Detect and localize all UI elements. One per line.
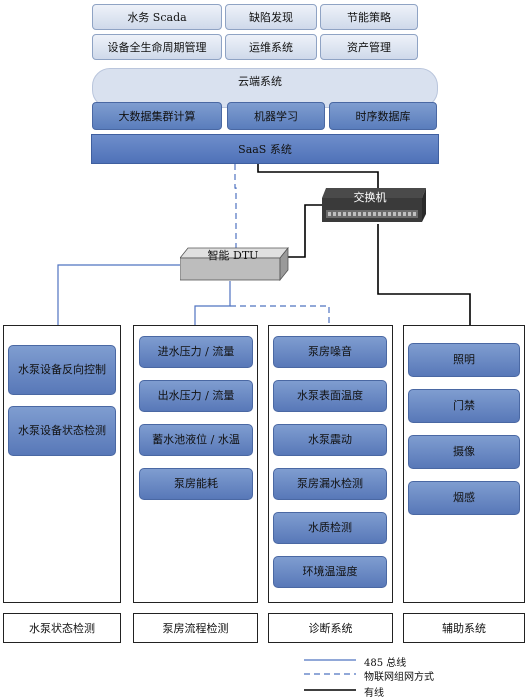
bus485-line-dtu-left xyxy=(57,264,182,325)
ambient-temp-humidity-sensor: 环境温湿度 xyxy=(273,556,387,588)
cloud-background xyxy=(92,68,438,108)
pump-status-system-label: 水泵状态检测 xyxy=(3,613,121,643)
pump-vibration-sensor: 水泵震动 xyxy=(273,424,387,456)
flow-system-box xyxy=(133,325,258,603)
pump-status-sensor: 水泵设备状态检测 xyxy=(8,406,116,456)
lighting-sensor: 照明 xyxy=(408,343,520,377)
bigdata-cluster-cell: 大数据集群计算 xyxy=(92,102,222,130)
dtu-device-icon xyxy=(180,246,289,282)
wired-line-switch-aux xyxy=(377,224,471,325)
legend-wired-label: 有线 xyxy=(364,688,384,699)
lifecycle-management-cell: 设备全生命周期管理 xyxy=(92,34,222,60)
switch-device-icon xyxy=(322,188,426,222)
timeseries-db-cell: 时序数据库 xyxy=(329,102,437,130)
ops-system-cell: 运维系统 xyxy=(225,34,317,60)
pump-room-energy-sensor: 泵房能耗 xyxy=(139,468,253,500)
diagnosis-system-label: 诊断系统 xyxy=(268,613,393,643)
access-control-sensor: 门禁 xyxy=(408,389,520,423)
outlet-pressure-flow-sensor: 出水压力 / 流量 xyxy=(139,380,253,412)
water-quality-sensor: 水质检测 xyxy=(273,512,387,544)
iot-line-saas-dtu xyxy=(234,164,237,248)
legend-iot-label: 物联网组网方式 xyxy=(364,672,434,683)
defect-discovery-cell: 缺陷发现 xyxy=(225,4,317,30)
legend-lines xyxy=(304,659,356,691)
iot-line-dtu-diag xyxy=(230,305,330,325)
energy-strategy-cell: 节能策略 xyxy=(320,4,418,30)
machine-learning-cell: 机器学习 xyxy=(227,102,325,130)
wired-line-saas-switch xyxy=(257,164,379,188)
reservoir-level-temp-sensor: 蓄水池液位 / 水温 xyxy=(139,424,253,456)
inlet-pressure-flow-sensor: 进水压力 / 流量 xyxy=(139,336,253,368)
dtu-label: 智能 DTU xyxy=(207,249,259,262)
asset-management-cell: 资产管理 xyxy=(320,34,418,60)
pump-noise-sensor: 泵房噪音 xyxy=(273,336,387,368)
switch-label: 交换机 xyxy=(353,191,387,204)
scada-cell: 水务 Scada xyxy=(92,4,222,30)
pump-reverse-control-sensor: 水泵设备反向控制 xyxy=(8,345,116,395)
flow-system-label: 泵房流程检测 xyxy=(133,613,258,643)
auxiliary-system-label: 辅助系统 xyxy=(403,613,525,643)
saas-bar: SaaS 系统 xyxy=(91,134,439,164)
camera-sensor: 摄像 xyxy=(408,435,520,469)
leak-detection-sensor: 泵房漏水检测 xyxy=(273,468,387,500)
pump-surface-temp-sensor: 水泵表面温度 xyxy=(273,380,387,412)
bus485-line-dtu-flow xyxy=(194,281,231,325)
legend-485-label: 485 总线 xyxy=(364,658,407,669)
smoke-detector-sensor: 烟感 xyxy=(408,481,520,515)
cloud-system-label: 云端系统 xyxy=(238,75,282,88)
